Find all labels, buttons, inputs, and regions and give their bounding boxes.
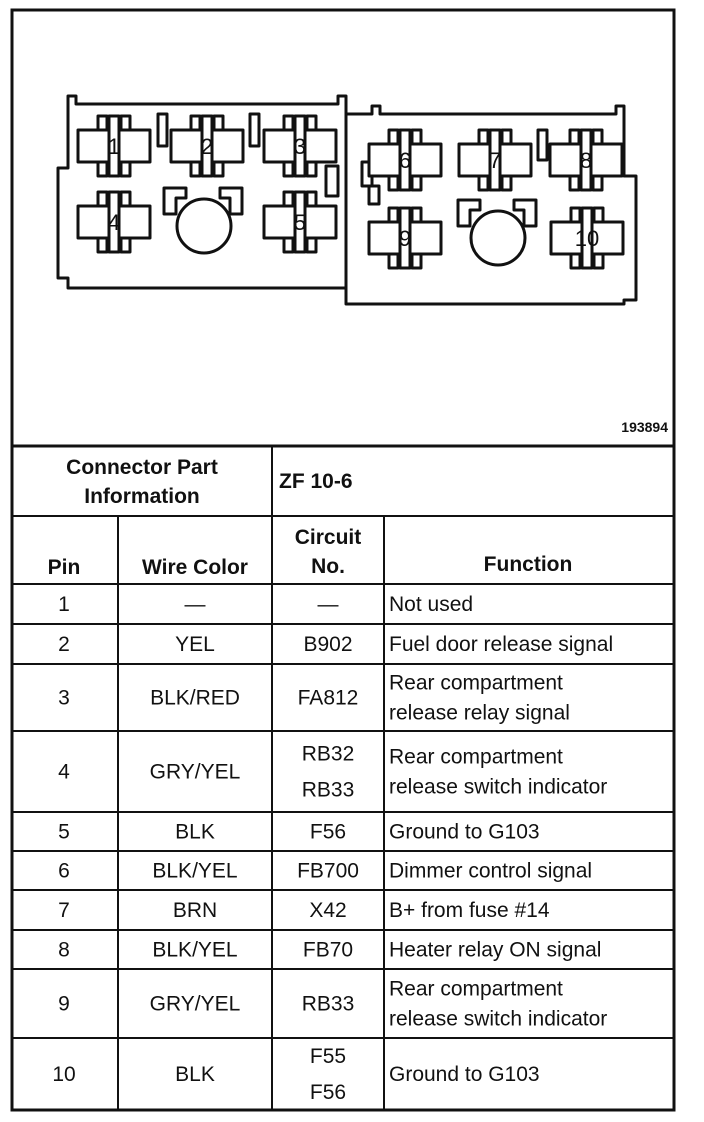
function-cell: Rear compartment [389, 978, 563, 1001]
terminal-cavity [457, 128, 533, 192]
function-cell: Rear compartment [389, 672, 563, 695]
wire-color-cell: BRN [173, 899, 217, 922]
wire-color-cell: BLK [175, 821, 215, 844]
table-row: 1 — — Not used [58, 593, 473, 616]
pin-cell: 10 [52, 1063, 75, 1086]
pin-number-label: 4 [108, 210, 120, 235]
function-cell: release switch indicator [389, 776, 607, 799]
pin-number-label: 9 [399, 226, 411, 251]
pin-cell: 9 [58, 993, 70, 1016]
wire-color-cell: — [185, 593, 206, 616]
pin-cell: 1 [58, 593, 70, 616]
circuit-cell: RB32 [302, 743, 355, 766]
circuit-cell: F55 [310, 1045, 346, 1068]
key-bracket [162, 186, 188, 216]
pin-cell: 3 [58, 687, 70, 710]
function-cell: Fuel door release signal [389, 633, 613, 656]
terminal-cavity [367, 206, 443, 270]
circuit-cell: RB33 [302, 779, 355, 802]
latch-tab [156, 112, 169, 148]
circuit-cell: RB33 [302, 993, 355, 1016]
table-row: 8 BLK/YEL FB70 Heater relay ON signal [58, 939, 601, 962]
pin-cell: 7 [58, 899, 70, 922]
key-bracket [512, 198, 538, 228]
wire-color-cell: BLK/RED [150, 687, 240, 710]
circuit-cell: FA812 [298, 687, 359, 710]
function-cell: release relay signal [389, 702, 570, 725]
pin-number-label: 3 [294, 134, 306, 159]
pin-cell: 4 [58, 761, 70, 784]
terminal-cavity [169, 114, 245, 178]
pin-number-label: 1 [108, 134, 120, 159]
latch-tab [248, 112, 261, 148]
terminal-cavity [262, 114, 338, 178]
pin-cell: 5 [58, 821, 70, 844]
pinout-table-grid [12, 444, 674, 1110]
function-cell: release switch indicator [389, 1008, 607, 1031]
table-row: 5 BLK F56 Ground to G103 [58, 821, 539, 844]
circuit-cell: B902 [303, 633, 352, 656]
wire-color-cell: BLK [175, 1063, 215, 1086]
terminal-cavity [549, 206, 625, 270]
pin-number-label: 7 [489, 148, 501, 173]
figure-id: 193894 [621, 419, 668, 435]
wire-color-cell: GRY/YEL [150, 761, 241, 784]
function-cell: Rear compartment [389, 746, 563, 769]
function-cell: Ground to G103 [389, 1063, 540, 1086]
pin-cell: 6 [58, 860, 70, 883]
connector-part-number: ZF 10-6 [279, 470, 353, 493]
key-bracket [456, 198, 482, 228]
table-row: 7 BRN X42 B+ from fuse #14 [58, 899, 550, 922]
latch-tab [367, 184, 381, 206]
table-row: 9 GRY/YEL RB33 Rear compartment release swit… [58, 978, 607, 1031]
connector-info-label-line1: Connector Part [66, 456, 218, 479]
table-row: 2 YEL B902 Fuel door release signal [58, 633, 613, 656]
function-cell: B+ from fuse #14 [389, 899, 550, 922]
outer-frame [10, 8, 676, 1112]
pin-number-label: 6 [399, 148, 411, 173]
function-cell: Heater relay ON signal [389, 939, 601, 962]
wire-color-cell: YEL [175, 633, 215, 656]
circuit-cell: F56 [310, 821, 346, 844]
terminal-cavity [367, 128, 443, 192]
key-bracket [218, 186, 244, 216]
circuit-cell: F56 [310, 1081, 346, 1104]
circuit-cell: FB700 [297, 860, 359, 883]
col-header-function: Function [484, 553, 573, 576]
pin-cell: 8 [58, 939, 70, 962]
circuit-cell: FB70 [303, 939, 353, 962]
keying-post [175, 197, 233, 255]
col-header-circuit-line1: Circuit [295, 526, 362, 549]
latch-tab [324, 164, 340, 198]
col-header-pin: Pin [48, 556, 81, 579]
table-row: 3 BLK/RED FA812 Rear compartment release rel… [58, 672, 570, 725]
wire-color-cell: GRY/YEL [150, 993, 241, 1016]
pin-number-label: 2 [201, 134, 213, 159]
connector-diagram [56, 94, 638, 306]
col-header-wire-color: Wire Color [142, 556, 248, 579]
terminal-cavity [76, 190, 152, 254]
pin-number-label: 5 [294, 210, 306, 235]
function-cell: Ground to G103 [389, 821, 540, 844]
wire-color-cell: BLK/YEL [152, 939, 237, 962]
col-header-circuit-line2: No. [311, 555, 345, 578]
latch-tab [536, 128, 549, 162]
terminal-cavity [262, 190, 338, 254]
table-row: 6 BLK/YEL FB700 Dimmer control signal [58, 860, 592, 883]
pin-cell: 2 [58, 633, 70, 656]
terminal-cavity [76, 114, 152, 178]
function-cell: Dimmer control signal [389, 860, 592, 883]
circuit-cell: — [318, 593, 339, 616]
keying-post [469, 209, 527, 267]
circuit-cell: X42 [309, 899, 346, 922]
pin-number-label: 10 [575, 226, 599, 251]
function-cell: Not used [389, 593, 473, 616]
terminal-cavity [548, 128, 624, 192]
connector-info-label-line2: Information [84, 485, 200, 508]
wire-color-cell: BLK/YEL [152, 860, 237, 883]
pin-number-label: 8 [580, 148, 592, 173]
